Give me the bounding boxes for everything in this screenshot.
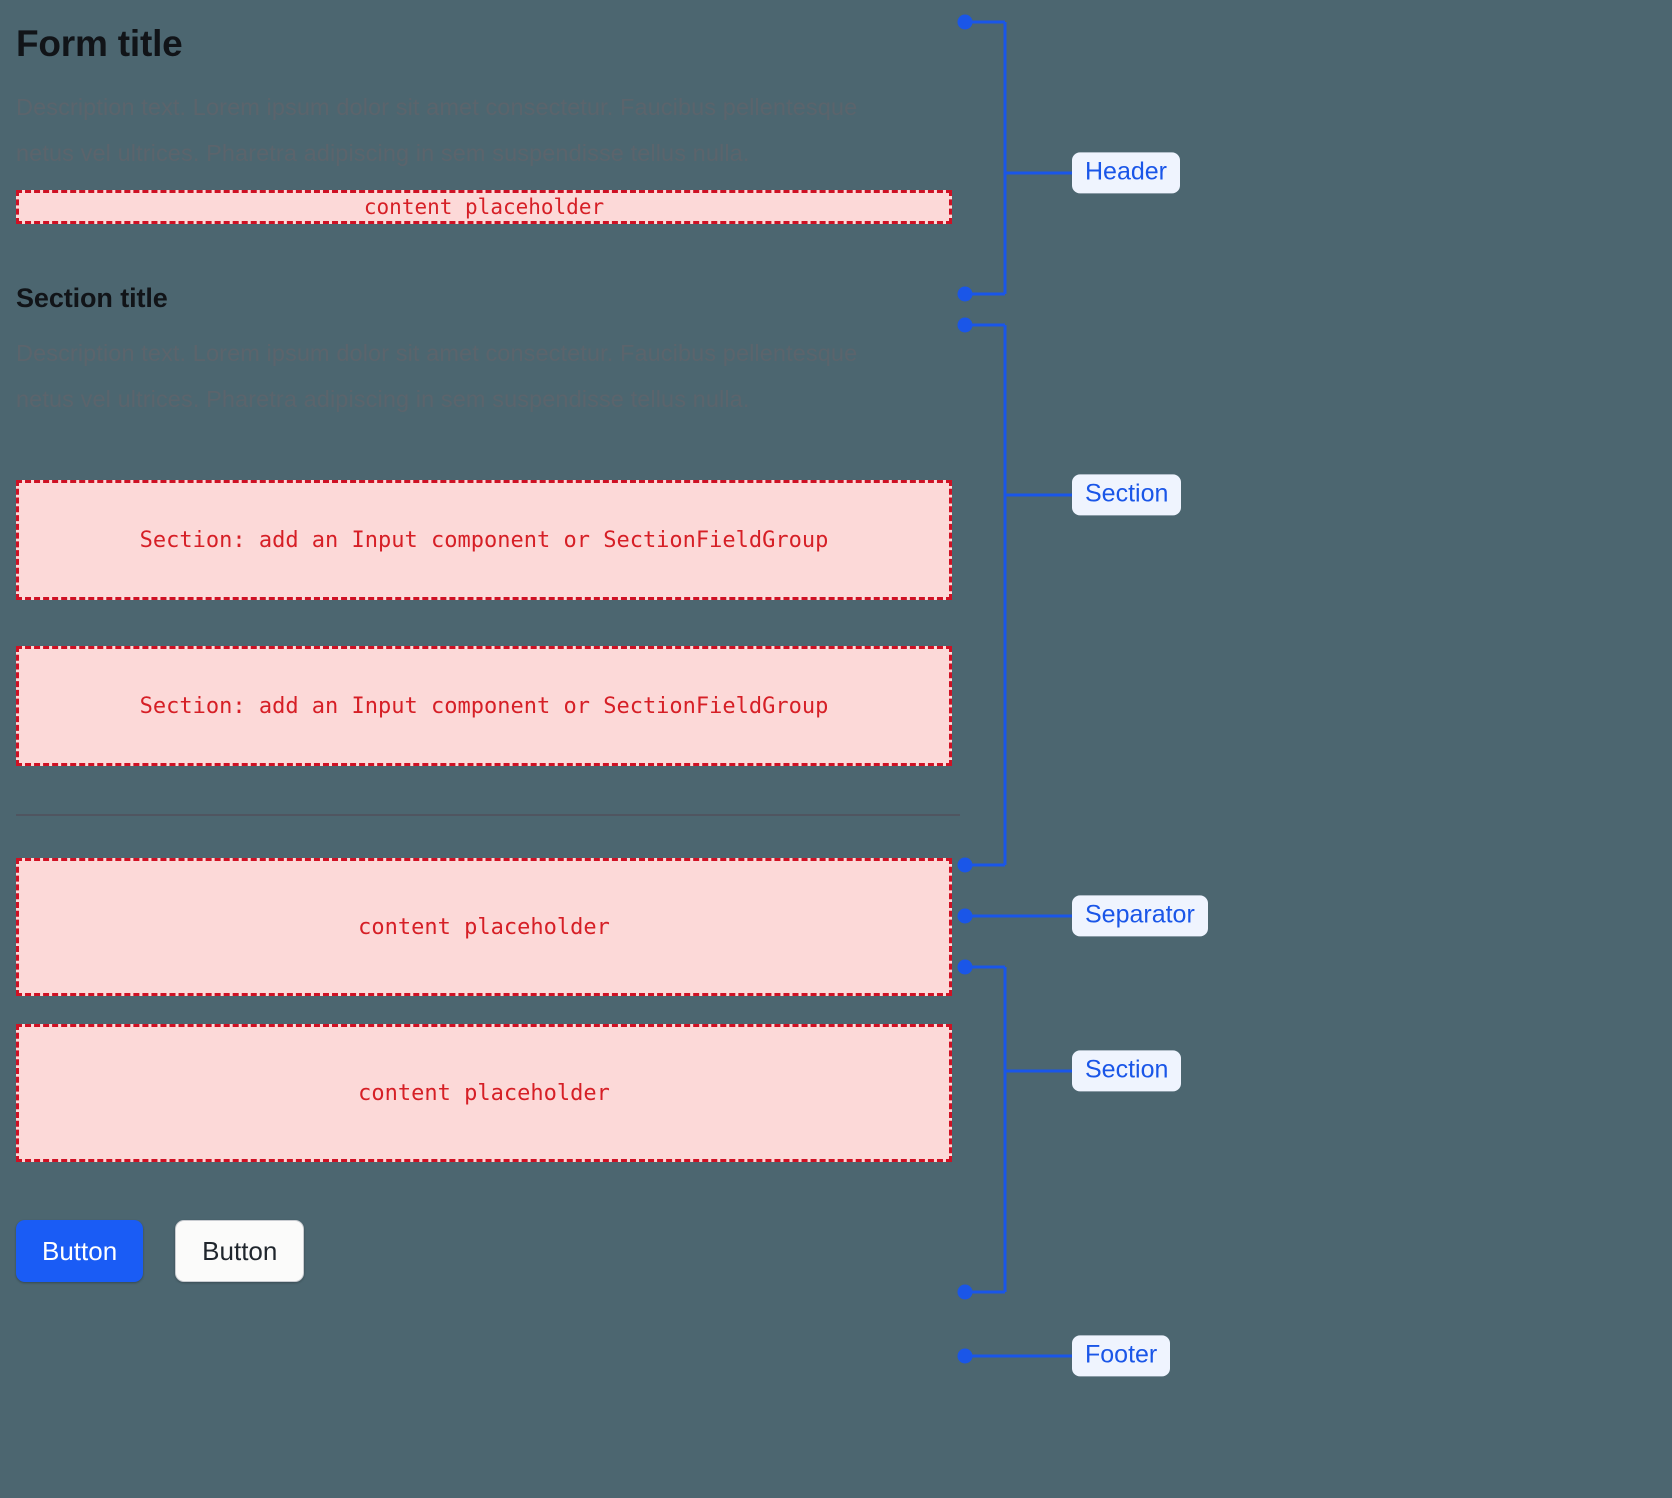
annotation-label-header-0[interactable]: Header <box>1072 152 1180 194</box>
annotation-label-footer-4[interactable]: Footer <box>1072 1335 1171 1377</box>
form-header: Form title Description text. Lorem ipsum… <box>16 0 952 224</box>
separator-wrap <box>16 814 960 817</box>
section-content-placeholder[interactable]: content placeholder <box>16 858 952 997</box>
form-section-two: content placeholder content placeholder <box>16 858 952 1163</box>
section-title: Section title <box>16 282 168 313</box>
annotation-label-separator-2[interactable]: Separator <box>1072 895 1208 937</box>
form-content-column: Form title Description text. Lorem ipsum… <box>16 0 960 1283</box>
page-title: Form title <box>16 23 183 64</box>
header-description: Description text. Lorem ipsum dolor sit … <box>16 93 858 166</box>
section-field-placeholder[interactable]: Section: add an Input component or Secti… <box>16 480 952 601</box>
section-content-placeholder[interactable]: content placeholder <box>16 1024 952 1163</box>
section-description: Description text. Lorem ipsum dolor sit … <box>16 340 858 413</box>
annotation-label-section-1[interactable]: Section <box>1072 474 1182 516</box>
header-content-placeholder[interactable]: content placeholder <box>16 189 952 224</box>
form-footer: Button Button <box>16 1220 952 1283</box>
secondary-button[interactable]: Button <box>175 1220 305 1283</box>
primary-button[interactable]: Button <box>16 1220 144 1283</box>
annotation-label-section-3[interactable]: Section <box>1072 1050 1182 1092</box>
separator <box>16 814 960 817</box>
section-field-placeholder[interactable]: Section: add an Input component or Secti… <box>16 646 952 767</box>
form-section-one: Section title Description text. Lorem ip… <box>16 282 952 767</box>
